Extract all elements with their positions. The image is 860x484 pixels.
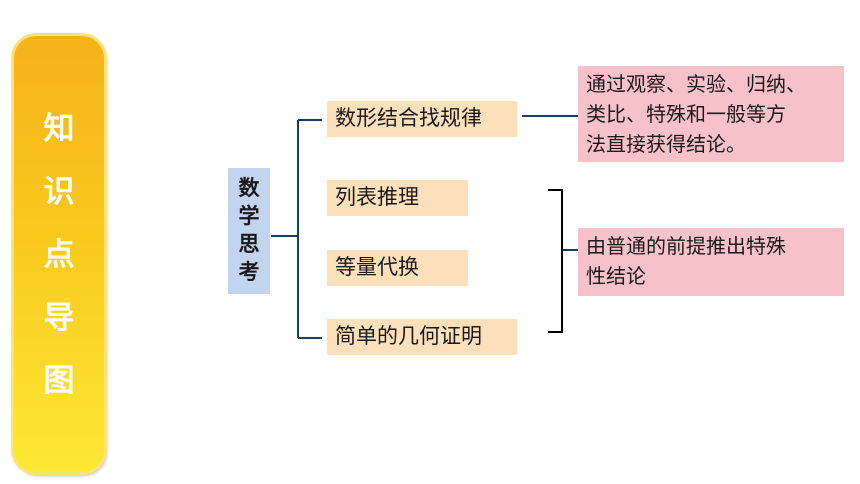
note-deduction: 由普通的前提推出特殊 性结论 [578, 228, 844, 296]
branch-geometry-proof: 简单的几何证明 [327, 319, 517, 355]
root-char: 考 [238, 260, 260, 284]
side-panel-title: 知 识 点 导 图 [14, 98, 104, 413]
root-char: 数 [238, 176, 260, 200]
root-node: 数 学 思 考 [228, 168, 270, 294]
root-char: 思 [238, 232, 260, 256]
branch-substitution: 等量代换 [327, 250, 468, 286]
title-char: 识 [43, 174, 75, 210]
title-char: 知 [43, 111, 75, 147]
right-bracket [548, 189, 563, 333]
branch-pattern-finding: 数形结合找规律 [327, 101, 517, 137]
side-panel: 知 识 点 导 图 [14, 36, 104, 472]
title-char: 点 [43, 237, 75, 273]
title-char: 图 [43, 363, 75, 399]
note-induction: 通过观察、实验、归纳、 类比、特殊和一般等方 法直接获得结论。 [578, 66, 844, 162]
branch-table-reasoning: 列表推理 [327, 180, 468, 216]
title-char: 导 [43, 300, 75, 336]
root-char: 学 [238, 204, 260, 228]
